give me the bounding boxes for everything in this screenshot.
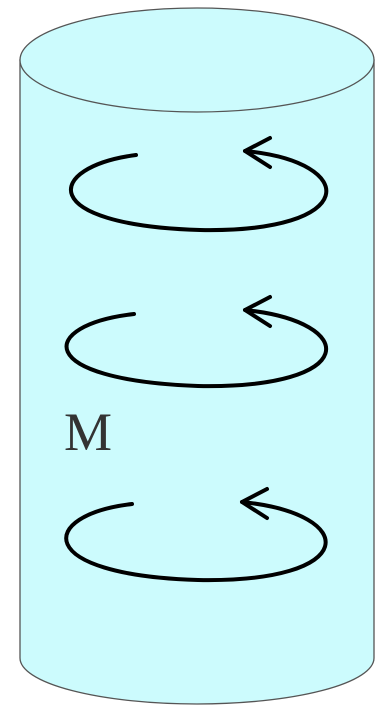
loop-middle <box>64 295 329 389</box>
cylinder-top <box>19 7 375 113</box>
loop-bottom <box>64 487 328 583</box>
loop-bottom-curve <box>64 500 328 583</box>
loop-top-curve <box>68 149 329 233</box>
magnetization-label: M <box>64 402 112 462</box>
loop-bottom-arrowhead-icon <box>240 487 269 520</box>
loop-top <box>68 136 329 233</box>
loop-top-arrowhead-icon <box>243 136 272 169</box>
loop-middle-curve <box>64 308 329 389</box>
loop-middle-arrowhead-icon <box>243 295 272 328</box>
cylinder-body <box>19 59 375 705</box>
